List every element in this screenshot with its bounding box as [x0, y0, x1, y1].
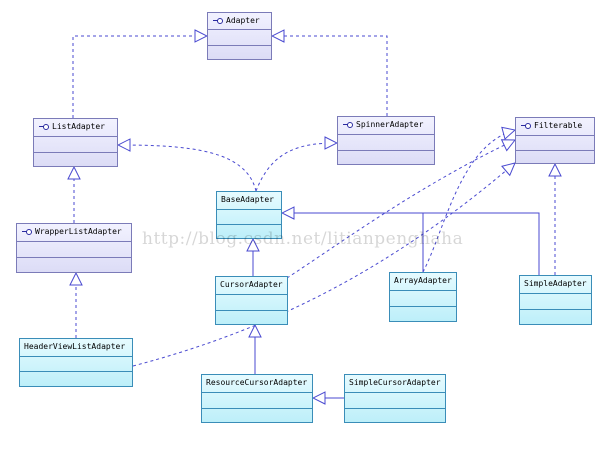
- baseadapter-attributes-divider: [217, 209, 281, 210]
- adapter-interface-header: Adapter: [208, 13, 271, 29]
- simpleadapter-operations-divider: [520, 309, 591, 310]
- edge-arrayadapter-filterable: [422, 130, 515, 273]
- cursoradapter-attributes-divider: [216, 294, 287, 295]
- edge-listadapter-adapter: [72, 36, 207, 118]
- filterable-interface-box: Filterable: [515, 117, 595, 164]
- lollipop-interface-icon: [521, 122, 531, 130]
- wrapperlistadapter-interface-box: WrapperListAdapter: [16, 223, 132, 273]
- headerviewlistadapter-class-box: HeaderViewListAdapter: [19, 338, 133, 387]
- arrayadapter-operations-divider: [390, 306, 456, 307]
- simplecursoradapter-operations-divider: [345, 408, 445, 409]
- simplecursoradapter-attributes-divider: [345, 392, 445, 393]
- resourcecursoradapter-class-name: ResourceCursorAdapter: [206, 378, 308, 387]
- edge-headerviewlistadapter-filterable: [132, 163, 515, 367]
- lollipop-interface-icon: [22, 228, 32, 236]
- edge-simpleadapter-baseadapter: [423, 212, 540, 275]
- filterable-attributes-divider: [516, 135, 594, 136]
- arrayadapter-attributes-divider: [390, 290, 456, 291]
- filterable-interface-name: Filterable: [534, 121, 583, 130]
- edge-baseadapter-spinneradapter: [255, 143, 337, 192]
- listadapter-interface-name: ListAdapter: [52, 122, 105, 131]
- spinneradapter-attributes-divider: [338, 134, 434, 135]
- wrapperlistadapter-attributes-divider: [17, 241, 131, 242]
- edge-spinneradapter-adapter: [272, 36, 388, 116]
- simplecursoradapter-class-box: SimpleCursorAdapter: [344, 374, 446, 423]
- cursoradapter-class-name: CursorAdapter: [220, 280, 283, 289]
- resourcecursoradapter-class-box: ResourceCursorAdapter: [201, 374, 313, 423]
- listadapter-operations-divider: [34, 152, 117, 153]
- adapter-attributes-divider: [208, 29, 271, 30]
- headerviewlistadapter-operations-divider: [20, 371, 132, 372]
- wrapperlistadapter-interface-name: WrapperListAdapter: [35, 227, 122, 236]
- arrayadapter-class-box: ArrayAdapter: [389, 272, 457, 322]
- edge-cursoradapter-filterable: [286, 140, 515, 279]
- listadapter-attributes-divider: [34, 136, 117, 137]
- simpleadapter-class-box: SimpleAdapter: [519, 275, 592, 325]
- headerviewlistadapter-attributes-divider: [20, 356, 132, 357]
- resourcecursoradapter-operations-divider: [202, 408, 312, 409]
- simpleadapter-attributes-divider: [520, 293, 591, 294]
- lollipop-interface-icon: [343, 121, 353, 129]
- spinneradapter-interface-box: SpinnerAdapter: [337, 116, 435, 165]
- wrapperlistadapter-operations-divider: [17, 257, 131, 258]
- baseadapter-class-name: BaseAdapter: [221, 195, 274, 204]
- lollipop-interface-icon: [39, 123, 49, 131]
- baseadapter-class-box: BaseAdapter: [216, 191, 282, 239]
- headerviewlistadapter-class-name: HeaderViewListAdapter: [24, 342, 126, 351]
- spinneradapter-interface-name: SpinnerAdapter: [356, 120, 424, 129]
- edge-arrayadapter-baseadapter: [282, 213, 424, 272]
- cursoradapter-operations-divider: [216, 310, 287, 311]
- lollipop-interface-icon: [213, 17, 223, 25]
- filterable-operations-divider: [516, 150, 594, 151]
- cursoradapter-class-box: CursorAdapter: [215, 276, 288, 325]
- arrayadapter-class-name: ArrayAdapter: [394, 276, 452, 285]
- spinneradapter-operations-divider: [338, 150, 434, 151]
- spinneradapter-interface-header: SpinnerAdapter: [338, 117, 434, 133]
- filterable-interface-header: Filterable: [516, 118, 594, 134]
- adapter-interface-box: Adapter: [207, 12, 272, 60]
- baseadapter-operations-divider: [217, 224, 281, 225]
- listadapter-interface-box: ListAdapter: [33, 118, 118, 167]
- adapter-interface-name: Adapter: [226, 16, 260, 25]
- listadapter-interface-header: ListAdapter: [34, 119, 117, 135]
- simpleadapter-class-name: SimpleAdapter: [524, 279, 587, 288]
- adapter-operations-divider: [208, 45, 271, 46]
- resourcecursoradapter-attributes-divider: [202, 392, 312, 393]
- edge-baseadapter-listadapter: [118, 145, 257, 192]
- wrapperlistadapter-interface-header: WrapperListAdapter: [17, 224, 131, 240]
- simplecursoradapter-class-name: SimpleCursorAdapter: [349, 378, 441, 387]
